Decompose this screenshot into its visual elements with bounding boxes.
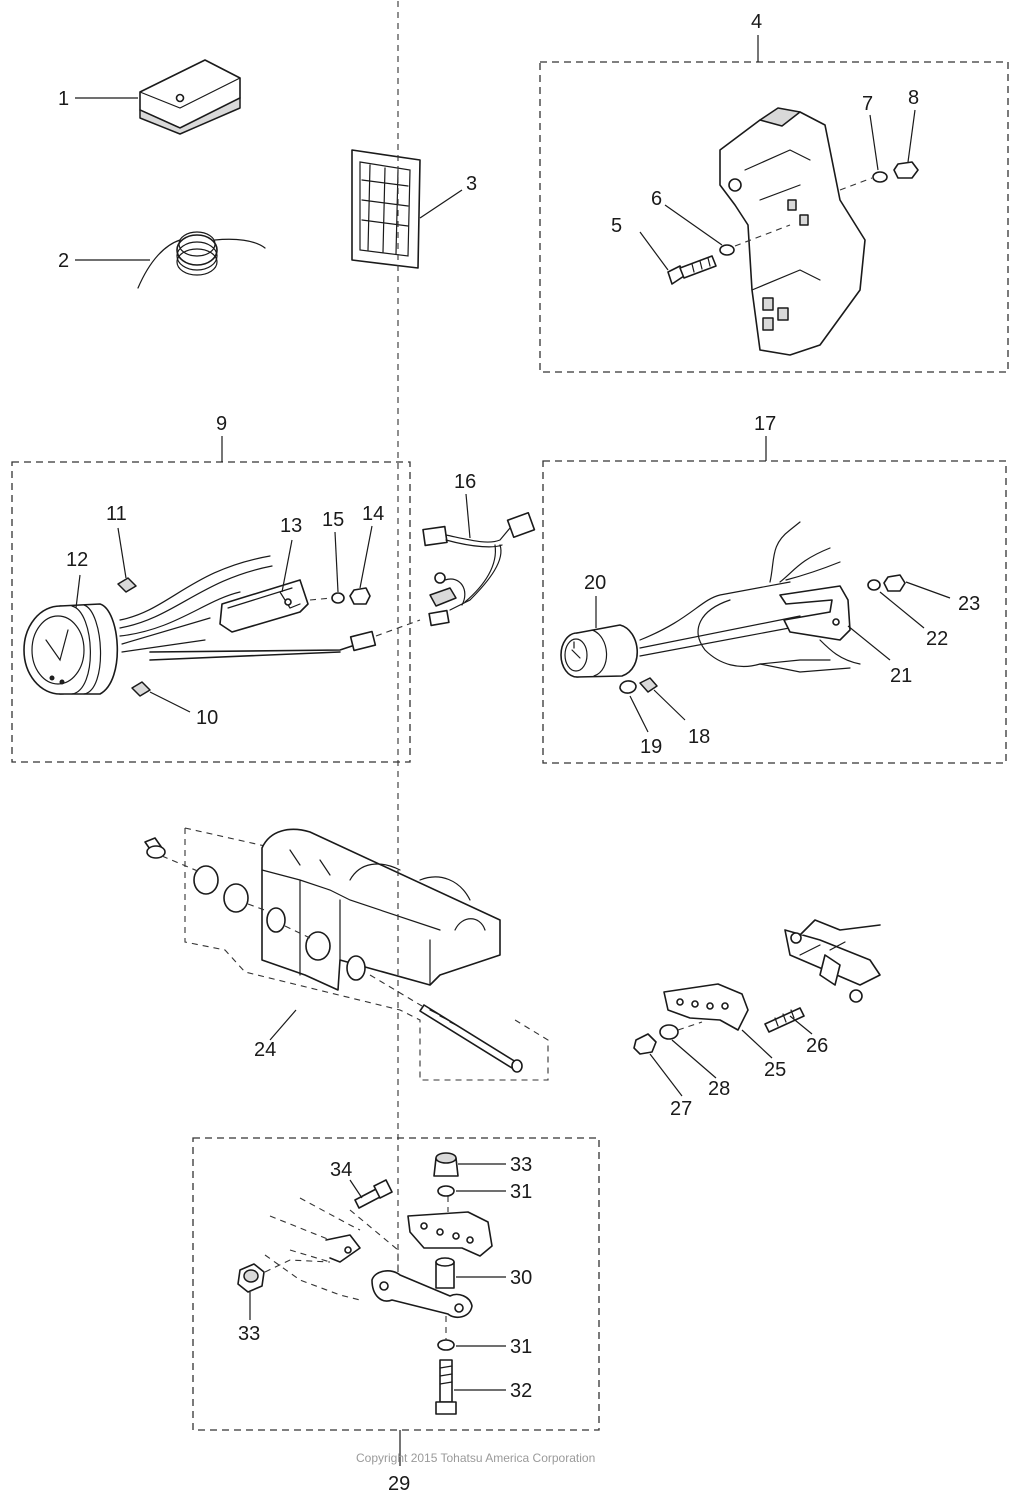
callout-18: 18: [688, 726, 710, 748]
callout-7: 7: [862, 93, 873, 115]
callout-30: 30: [510, 1267, 532, 1289]
part-label-card: [351, 149, 463, 269]
copyright-notice: Copyright 2015 Tohatsu America Corporati…: [356, 1451, 595, 1465]
callout-5: 5: [611, 215, 622, 237]
group-9-tachometer: [11, 436, 421, 763]
callout-27: 27: [670, 1098, 692, 1120]
group-29-steering-link: [192, 0, 600, 1466]
callout-32: 32: [510, 1380, 532, 1402]
callout-15: 15: [322, 509, 344, 531]
callout-23: 23: [958, 593, 980, 615]
callout-9: 9: [216, 413, 227, 435]
callout-10: 10: [196, 707, 218, 729]
callout-31-top: 31: [510, 1181, 532, 1203]
callout-33-top: 33: [510, 1154, 532, 1176]
callout-8: 8: [908, 87, 919, 109]
part-harness: [422, 493, 536, 627]
callout-25: 25: [764, 1059, 786, 1081]
callout-13: 13: [280, 515, 302, 537]
callout-6: 6: [651, 188, 662, 210]
callout-21: 21: [890, 665, 912, 687]
callout-29: 29: [388, 1473, 410, 1495]
callout-31-bottom: 31: [510, 1336, 532, 1358]
callout-14: 14: [362, 503, 384, 525]
part-coil-cord: [75, 231, 266, 289]
callout-16: 16: [454, 471, 476, 493]
part-engine-mount: [144, 827, 549, 1081]
callout-labels: 1 2 3 4 5 6 7 8 9 10 11 12 13 14 15 16 1…: [58, 11, 980, 1495]
group-17-trim-gauge: [542, 436, 1007, 764]
callout-12: 12: [66, 549, 88, 571]
callout-24: 24: [254, 1039, 276, 1061]
callout-17: 17: [754, 413, 776, 435]
callout-20: 20: [584, 572, 606, 594]
callout-11: 11: [106, 503, 127, 525]
callout-33-left: 33: [238, 1323, 260, 1345]
callout-19: 19: [640, 736, 662, 758]
part-steering-bracket: [633, 919, 881, 1097]
callout-3: 3: [466, 173, 477, 195]
callout-2: 2: [58, 250, 69, 272]
callout-4: 4: [751, 11, 762, 33]
group-4-bracket: [539, 35, 1009, 373]
callout-28: 28: [708, 1078, 730, 1100]
part-pouch: [75, 59, 241, 135]
callout-26: 26: [806, 1035, 828, 1057]
callout-22: 22: [926, 628, 948, 650]
callout-34: 34: [330, 1159, 352, 1181]
callout-1: 1: [58, 88, 69, 110]
